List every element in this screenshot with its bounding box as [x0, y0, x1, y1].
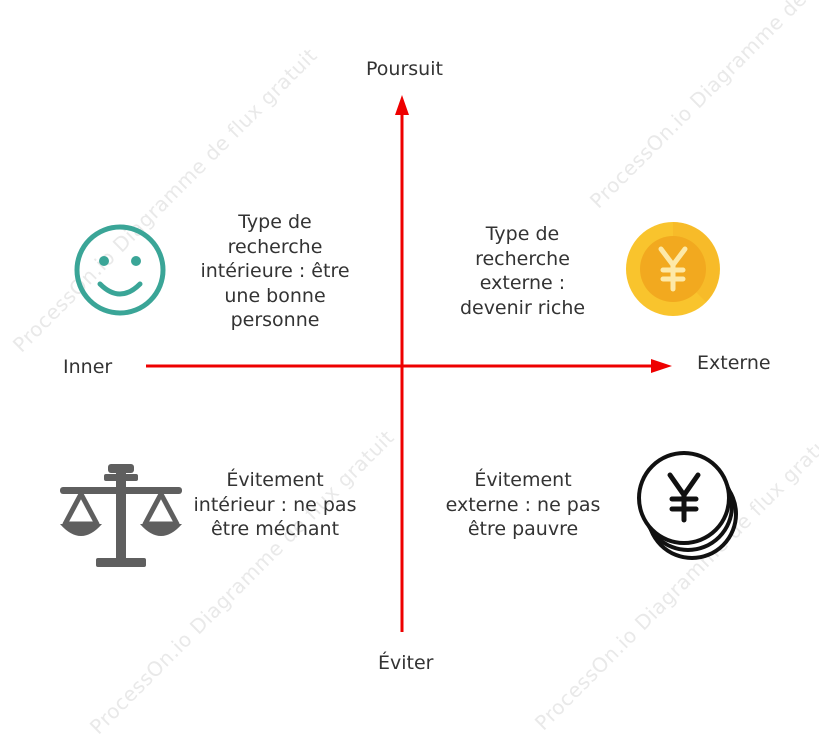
yen-coin-icon [626, 222, 720, 316]
quadrant-diagram: ProcessOn.io Diagramme de flux gratuit P… [8, 0, 819, 739]
quadrant-text-top-right: Type de recherche externe : devenir rich… [459, 223, 586, 319]
axis-label-left: Inner [63, 356, 113, 378]
axis-label-right: Externe [697, 352, 771, 374]
vertical-axis-arrowhead [395, 95, 409, 115]
axes [146, 95, 672, 632]
axis-label-bottom: Éviter [378, 652, 434, 674]
quadrant-text-bottom-right: Évitement externe : ne pas être pauvre [445, 469, 601, 540]
yen-coin-stack-icon [637, 451, 738, 560]
smiley-icon [74, 224, 166, 316]
quadrant-text-top-left: Type de recherche intérieure : être une … [200, 211, 350, 331]
horizontal-axis-arrowhead [651, 359, 672, 373]
axis-label-top: Poursuit [366, 58, 443, 80]
balance-scale-icon [60, 464, 182, 567]
quadrant-text-bottom-left: Évitement intérieur : ne pas être méchan… [193, 469, 357, 540]
